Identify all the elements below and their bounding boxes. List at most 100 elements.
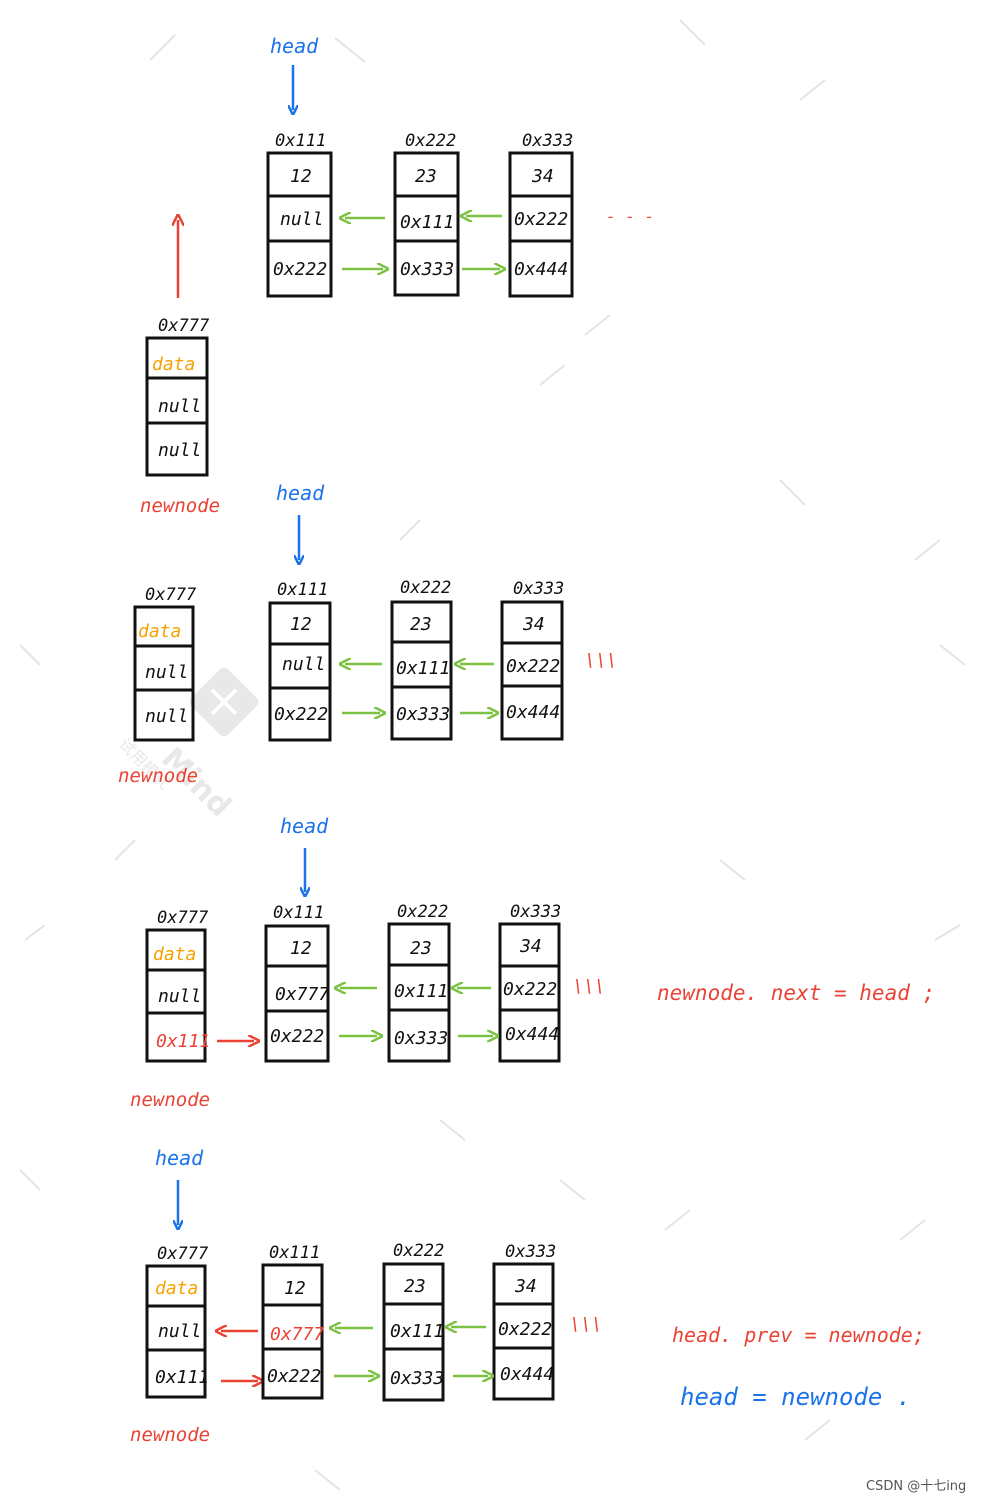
ellipsis: \\\ [585, 650, 618, 671]
node-prev: 0x222 [514, 209, 568, 230]
node-next: 0x333 [400, 259, 454, 280]
node-next: 0x444 [500, 1364, 554, 1385]
node-box [492, 1262, 555, 1401]
newnode-address: 0x777 [158, 316, 210, 336]
newnode-label: newnode [118, 765, 198, 787]
node-box [264, 924, 330, 1063]
newnode-box [133, 605, 195, 742]
newnode-box [145, 336, 209, 477]
node-prev: 0x111 [390, 1321, 444, 1342]
node-next: 0x222 [267, 1366, 321, 1387]
panel-1: head 0x111 12 null 0x222 0x222 23 0x111 … [140, 34, 654, 517]
node-prev: 0x777 [275, 984, 329, 1005]
head-label: head [155, 1146, 204, 1170]
node-next: 0x444 [514, 259, 568, 280]
node-address: 0x222 [393, 1241, 444, 1261]
node-box [266, 151, 333, 298]
node-prev: 0x111 [400, 212, 454, 233]
node-box [508, 151, 574, 298]
node-next: 0x333 [390, 1368, 444, 1389]
node-value: 34 [519, 936, 542, 957]
node-next: 0x222 [273, 259, 327, 280]
node-value: 23 [410, 938, 432, 959]
node-next: 0x333 [394, 1028, 448, 1049]
newnode-data: data [152, 354, 195, 375]
newnode-data: data [155, 1278, 198, 1299]
newnode-prev: null [145, 662, 188, 683]
node-next: 0x444 [506, 702, 560, 723]
node-value: 34 [531, 166, 554, 187]
node-prev: null [280, 209, 323, 230]
node-value: 34 [514, 1276, 537, 1297]
node-address: 0x111 [273, 903, 324, 923]
watermark-pattern [19, 19, 966, 1491]
node-prev: 0x222 [498, 1319, 552, 1340]
node-value: 12 [290, 938, 312, 959]
node-box [382, 1262, 445, 1402]
step4-note-line2: head = newnode . [680, 1383, 911, 1411]
node-value: 34 [522, 614, 545, 635]
step4-note-line1: head. prev = newnode; [672, 1323, 925, 1347]
node-address: 0x222 [400, 578, 451, 598]
node-address: 0x333 [522, 131, 573, 151]
head-label: head [270, 34, 319, 58]
newnode-label: newnode [140, 495, 220, 517]
newnode-prev: null [158, 986, 201, 1007]
node-value: 23 [404, 1276, 426, 1297]
node-address: 0x222 [405, 131, 456, 151]
panel-2: head 0x777 data null null newnode 0x111 … [118, 481, 618, 787]
node-next: 0x222 [274, 704, 328, 725]
node-address: 0x333 [510, 902, 561, 922]
node-prev: 0x222 [506, 656, 560, 677]
node-prev: 0x777 [270, 1324, 324, 1345]
node-box [387, 922, 451, 1063]
node-value: 12 [290, 166, 312, 187]
node-prev: null [282, 654, 325, 675]
node-box [390, 600, 453, 741]
node-box [261, 1263, 324, 1400]
ellipsis: \\\ [573, 976, 606, 997]
newnode-label: newnode [130, 1424, 210, 1446]
newnode-address: 0x777 [145, 585, 197, 605]
newnode-next: 0x111 [155, 1367, 209, 1388]
newnode-address: 0x777 [157, 908, 209, 928]
node-value: 12 [284, 1278, 306, 1299]
newnode-address: 0x777 [157, 1244, 209, 1264]
node-address: 0x333 [505, 1242, 556, 1262]
newnode-label: newnode [130, 1089, 210, 1111]
node-address: 0x222 [397, 902, 448, 922]
newnode-box [145, 1264, 207, 1399]
node-value: 12 [290, 614, 312, 635]
ellipsis: \\\ [570, 1314, 603, 1335]
head-label: head [276, 481, 325, 505]
node-prev: 0x111 [396, 658, 450, 679]
node-box [393, 151, 460, 297]
node-prev: 0x111 [394, 981, 448, 1002]
panel-3: head 0x777 data null 0x111 newnode 0x111… [130, 814, 935, 1111]
step3-note: newnode. next = head ; [657, 981, 935, 1005]
node-address: 0x111 [277, 580, 328, 600]
newnode-prev: null [158, 396, 201, 417]
newnode-box [145, 928, 207, 1063]
newnode-next: 0x111 [156, 1031, 210, 1052]
ellipsis: - - - [606, 207, 654, 226]
head-label: head [280, 814, 329, 838]
node-address: 0x111 [269, 1243, 320, 1263]
node-box [498, 922, 561, 1063]
csdn-credit: CSDN @十七ing [866, 1479, 966, 1494]
node-next: 0x333 [396, 704, 450, 725]
newnode-next: null [145, 706, 188, 727]
panel-4: head 0x777 data null 0x111 newnode 0x111… [130, 1146, 925, 1446]
newnode-prev: null [158, 1321, 201, 1342]
newnode-next: null [158, 440, 201, 461]
node-next: 0x444 [505, 1024, 559, 1045]
node-address: 0x333 [513, 579, 564, 599]
node-value: 23 [415, 166, 437, 187]
node-prev: 0x222 [503, 979, 557, 1000]
node-box [268, 601, 332, 742]
node-next: 0x222 [270, 1026, 324, 1047]
node-address: 0x111 [275, 131, 326, 151]
newnode-data: data [138, 621, 181, 642]
node-value: 23 [410, 614, 432, 635]
